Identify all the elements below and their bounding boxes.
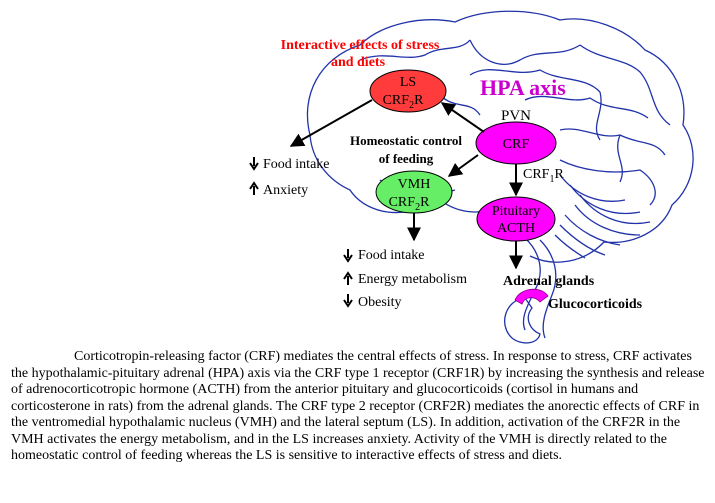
- pituitary-node: Pituitary ACTH: [476, 196, 556, 242]
- kidney-shape: [504, 288, 549, 344]
- ls-node: LS CRF2R: [369, 69, 447, 113]
- title-line-1: Interactive effects of stress: [281, 38, 440, 53]
- down-arrow-icon: [343, 249, 353, 263]
- adrenal-gland-shape: [514, 288, 549, 305]
- figure-caption: Corticotropin-releasing factor (CRF) med…: [11, 349, 705, 463]
- title-line-2: and diets: [331, 55, 386, 70]
- ls-effect-anxiety: Anxiety: [263, 183, 308, 198]
- up-arrow-icon: [343, 271, 353, 285]
- crf-node-label: CRF: [503, 137, 530, 152]
- vmh-receptor-label: CRF2R: [389, 195, 430, 213]
- pvn-label: PVN: [501, 108, 531, 124]
- ls-effects: Food intake Anxiety: [249, 157, 330, 198]
- acth-label: ACTH: [497, 221, 535, 236]
- hpa-axis-label: HPA axis: [480, 75, 566, 100]
- vmh-effect-obesity: Obesity: [358, 295, 402, 310]
- crf1r-label: CRF1R: [523, 167, 564, 185]
- down-arrow-icon: [249, 157, 259, 171]
- arrow-crf-to-vmh: [447, 154, 479, 177]
- vmh-label: VMH: [398, 177, 431, 192]
- adrenal-glands-label: Adrenal glands: [503, 274, 595, 289]
- ls-label: LS: [400, 75, 416, 90]
- arrow-ls-to-effects: [289, 99, 373, 147]
- vmh-effects: Food intake Energy metabolism Obesity: [343, 248, 467, 310]
- pituitary-label: Pituitary: [492, 204, 540, 219]
- vmh-node: VMH CRF2R: [375, 170, 453, 214]
- arrow-crf-to-ls: [440, 102, 485, 133]
- ls-effect-food-intake: Food intake: [263, 157, 330, 172]
- crf-node: CRF: [475, 121, 557, 165]
- glucocorticoids-label: Glucocorticoids: [548, 297, 643, 312]
- hpa-axis-diagram: Interactive effects of stress and diets …: [249, 10, 694, 344]
- homeostatic-line-2: of feeding: [379, 151, 434, 166]
- up-arrow-icon: [249, 181, 259, 195]
- ls-receptor-label: CRF2R: [383, 93, 424, 111]
- vmh-effect-food-intake: Food intake: [358, 248, 425, 263]
- down-arrow-icon: [343, 294, 353, 308]
- homeostatic-line-1: Homeostatic control: [350, 133, 462, 148]
- vmh-effect-energy-metabolism: Energy metabolism: [358, 272, 467, 287]
